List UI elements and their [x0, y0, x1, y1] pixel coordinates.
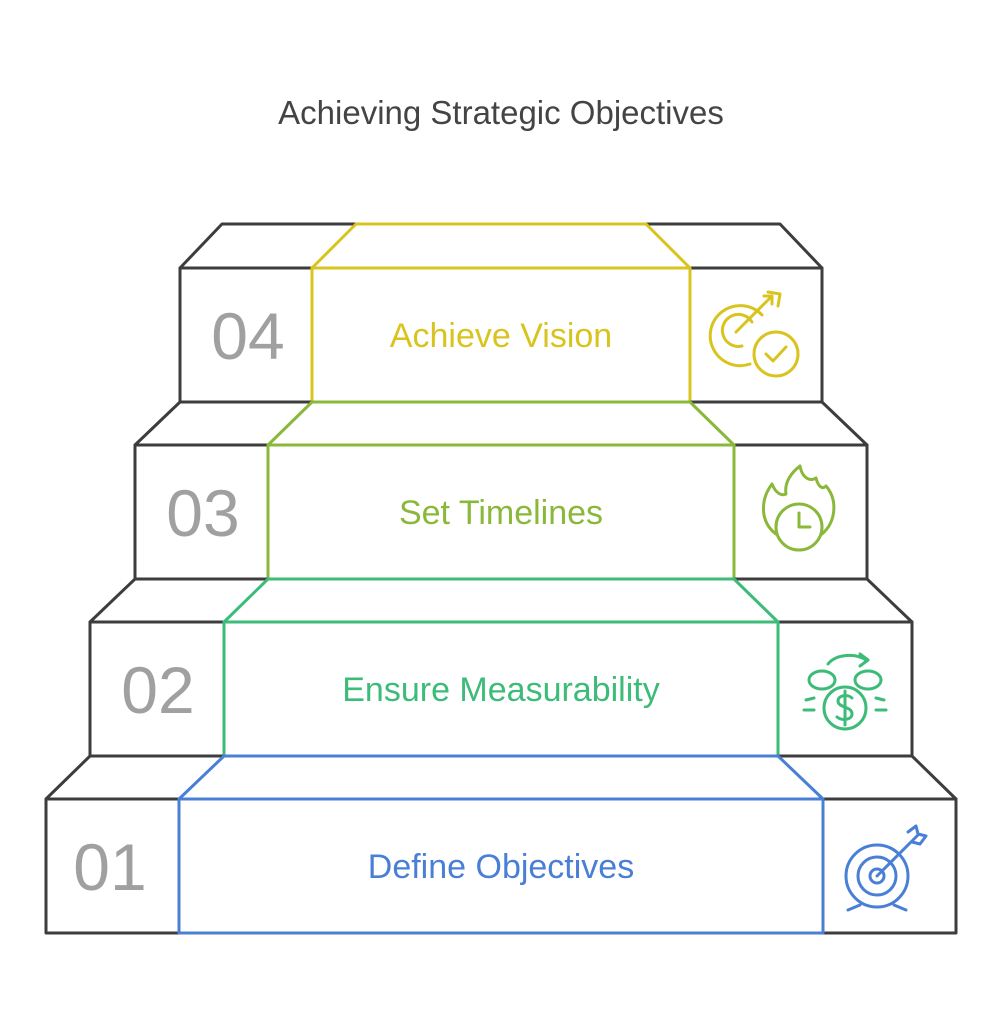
step-2-panel: [222, 620, 780, 758]
fire-clock-icon: [762, 464, 836, 552]
step-1-panel: [177, 797, 825, 935]
step-1-label: Define Objectives: [368, 848, 634, 886]
money-cycle-icon: [802, 652, 888, 731]
step-1-number: 01: [73, 830, 146, 904]
step-3-number: 03: [166, 476, 239, 550]
diagram-title: Achieving Strategic Objectives: [278, 94, 724, 131]
step-3-panel-top: [266, 400, 736, 447]
step-2-number: 02: [121, 653, 194, 727]
step-2: 02 Ensure Measurability: [88, 577, 914, 758]
step-4-number: 04: [211, 299, 284, 373]
step-3: 03 Set Timelines: [133, 400, 869, 581]
step-2-label: Ensure Measurability: [342, 671, 659, 709]
target-check-icon: [708, 290, 800, 378]
step-1-panel-top: [177, 754, 825, 801]
step-3-panel: [266, 443, 736, 581]
target-arrow-icon: [844, 824, 928, 912]
step-2-panel-top: [222, 577, 780, 624]
step-4: 04 Achieve Vision: [178, 222, 824, 404]
step-4-panel-top: [310, 222, 692, 270]
step-1: 01 Define Objectives: [44, 754, 958, 935]
step-4-label: Achieve Vision: [390, 317, 612, 355]
step-3-label: Set Timelines: [399, 494, 603, 532]
